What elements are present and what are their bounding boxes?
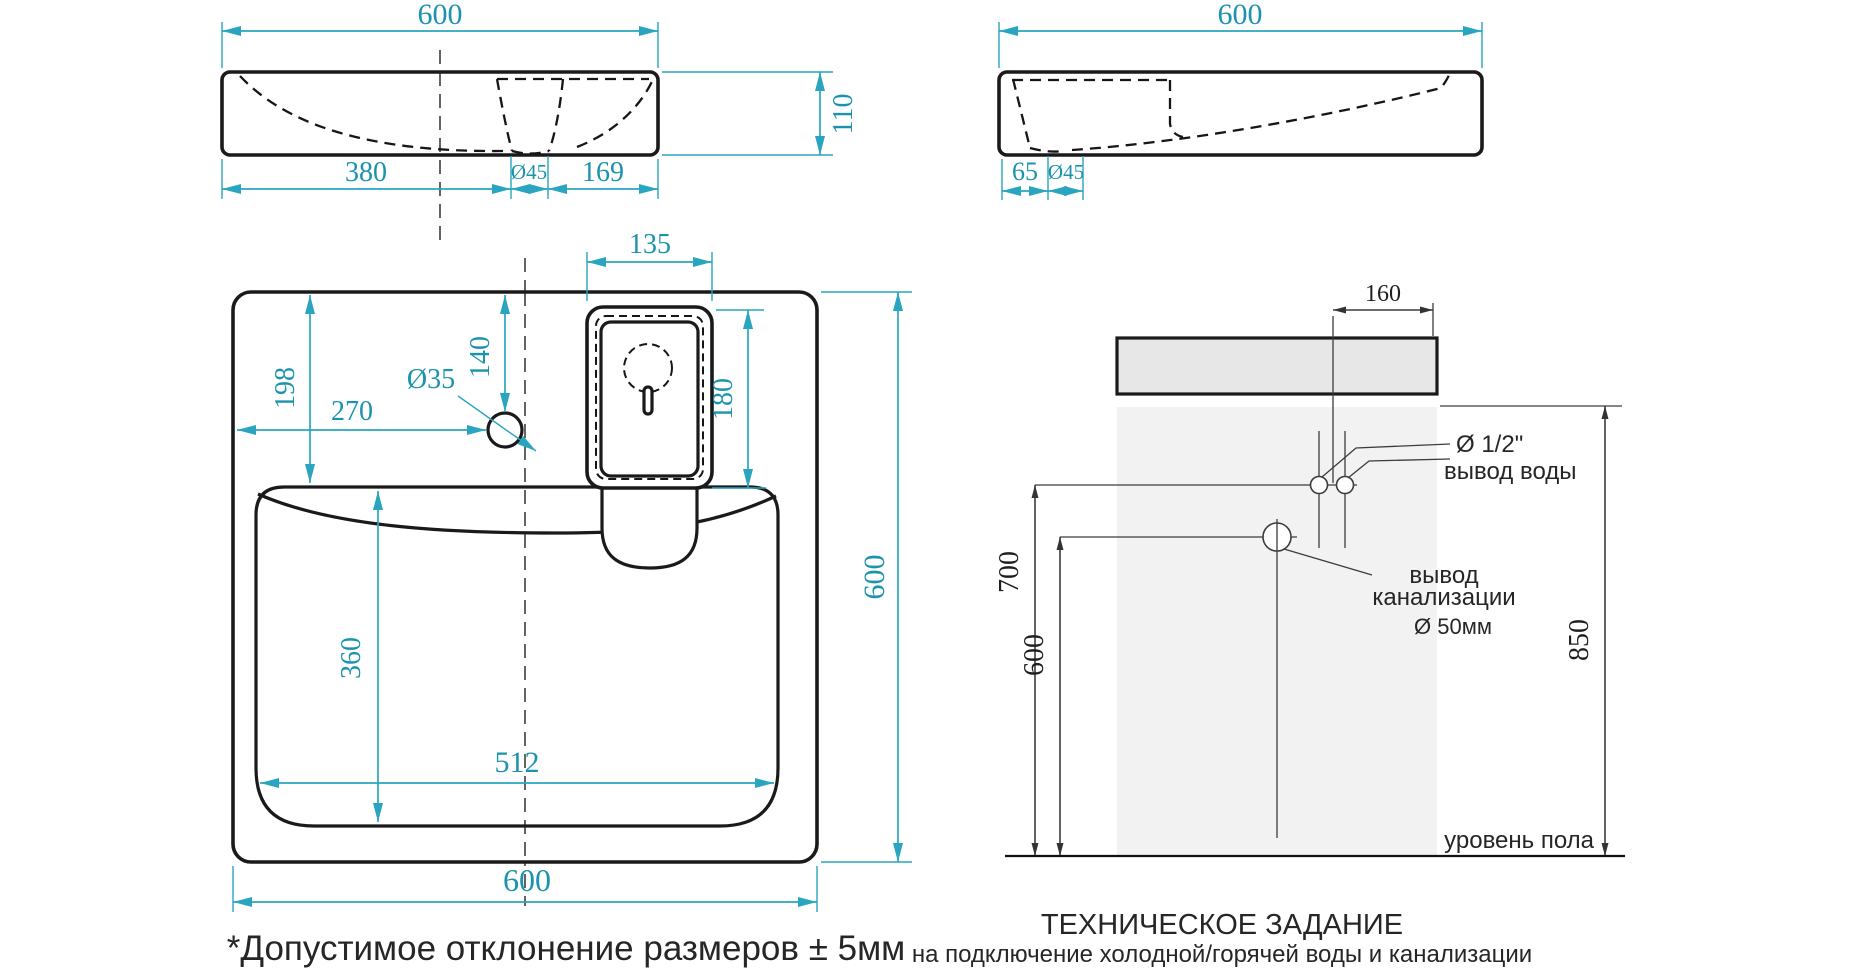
- top-dim-basin-depth: 360: [336, 637, 367, 679]
- inst-dim-water-height: 700: [994, 551, 1025, 593]
- top-dim-overflow-width: 135: [629, 229, 671, 260]
- inst-dim-sewer-height: 600: [1019, 634, 1050, 676]
- faucet-hole-leader: [457, 395, 537, 452]
- water-leader-1: [1321, 443, 1451, 478]
- inst-water-size: Ø 1/2": [1456, 431, 1523, 458]
- inst-sewer-label-1: вывод: [1409, 562, 1478, 589]
- water-outlet-circle-2: [1335, 475, 1355, 495]
- inst-sewer-label-2: канализации: [1372, 584, 1515, 611]
- overflow-slot: [642, 385, 654, 416]
- front-view: 600 380 Ø45 169 110: [220, 0, 859, 240]
- sink-silhouette-bar: [1115, 336, 1439, 396]
- top-dim-top-to-basin: 198: [270, 367, 301, 409]
- front-hidden-bowl-lines: [239, 75, 656, 155]
- drain-cup-outline: [600, 489, 699, 570]
- water-leader-2: [1347, 458, 1451, 479]
- side-view: 600 65 Ø45: [997, 0, 1484, 200]
- side-dim-drain-dia: Ø45: [1048, 160, 1084, 184]
- basin-slope-curve: [257, 492, 777, 535]
- front-dim-left-to-drain: 380: [345, 157, 387, 188]
- installation-title: ТЕХНИЧЕСКОЕ ЗАДАНИЕ: [1041, 909, 1403, 941]
- top-dim-overflow-height: 180: [708, 378, 739, 420]
- top-view: 135 140 198 270 Ø35 180 360 512 600 600: [231, 229, 912, 912]
- tolerance-note: *Допустимое отклонение размеров ± 5мм: [227, 929, 906, 968]
- faucet-hole: [486, 411, 524, 449]
- front-dim-height: 110: [828, 94, 859, 135]
- front-dim-width: 600: [418, 0, 463, 31]
- drain-hole-hidden-circle: [623, 343, 673, 393]
- top-dim-width-bottom: 600: [503, 862, 551, 898]
- inst-water-label: вывод воды: [1444, 458, 1577, 485]
- side-hidden-bowl-lines: [1011, 74, 1451, 153]
- top-dim-faucet-hole-dia: Ø35: [407, 364, 455, 395]
- side-dim-width: 600: [1218, 0, 1263, 31]
- front-dim-drain-dia: Ø45: [511, 160, 547, 184]
- inst-dim-faucet-offset: 160: [1365, 281, 1401, 307]
- top-dim-faucet-from-left: 270: [331, 396, 373, 427]
- overflow-box: [585, 305, 714, 490]
- inst-floor-label: уровень пола: [1444, 827, 1595, 854]
- top-dim-basin-width: 512: [495, 746, 540, 779]
- inst-dim-rim-height: 850: [1564, 619, 1595, 661]
- installation-diagram: 160 Ø 1/2" вывод воды вывод канализации …: [912, 281, 1625, 968]
- side-body-outline: [997, 70, 1484, 157]
- basin-outline: [254, 485, 780, 828]
- top-dim-faucet-from-top: 140: [465, 336, 496, 378]
- water-outlet-circle-1: [1309, 475, 1329, 495]
- installation-subtitle: на подключение холодной/горячей воды и к…: [912, 941, 1532, 968]
- sewer-leader: [1283, 548, 1373, 576]
- front-dim-drain-right: 169: [582, 157, 624, 188]
- inst-sewer-size: Ø 50мм: [1414, 614, 1492, 639]
- side-dim-edge-to-drain: 65: [1012, 157, 1038, 186]
- top-dim-height-right: 600: [858, 555, 891, 600]
